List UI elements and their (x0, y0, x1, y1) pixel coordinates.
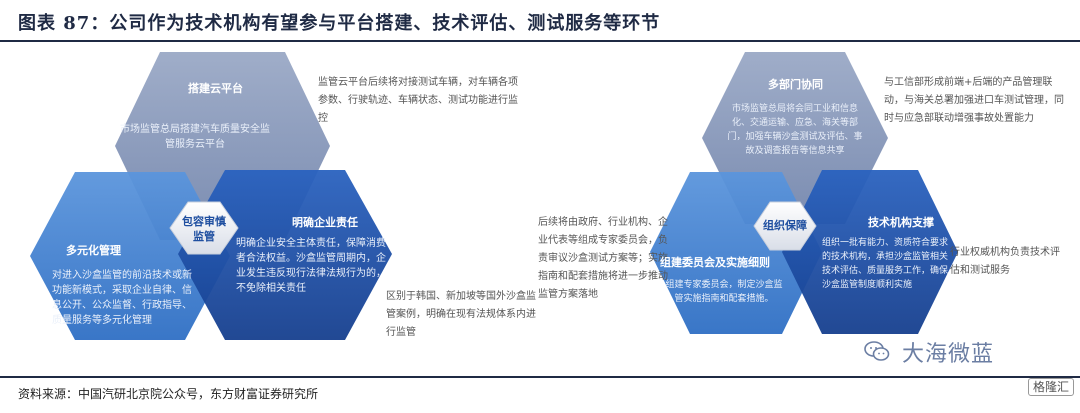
right-left-head: 组建委员会及实施细则 (660, 256, 770, 269)
right-left-body: 组建专家委员会，制定沙盒监管实施指南和配套措施。 (665, 280, 783, 304)
left-left-head: 多元化管理 (66, 244, 121, 257)
left-hub-label: 包容审慎监管 (182, 215, 226, 243)
source-bar: 资料来源：中国汽研北京院公众号，东方财富证券研究所 (0, 376, 1080, 413)
right-hub-hex (753, 201, 817, 251)
diagram: 搭建云平台 市场监管总局搭建汽车质量安全监管服务云平台 多元化管理 对进入沙盒监… (0, 42, 1080, 372)
middle-note: 后续将由政府、行业机构、企业代表等组成专家委员会，负责审议沙盒测试方案等；实施指… (538, 217, 668, 300)
right-right-hex (782, 170, 958, 334)
hex-graphics (30, 52, 958, 340)
left-top-head: 搭建云平台 (188, 82, 243, 95)
wechat-icon (864, 341, 890, 361)
left-right-body: 明确企业安全主体责任，保障消费者合法权益。沙盒监管周期内，企业发生违反现行法律法… (236, 238, 386, 294)
left-right-head: 明确企业责任 (292, 216, 358, 229)
right-top-note: 与工信部形成前端+后端的产品管理联动，与海关总署加强进口车测试管理，同时与应急部… (884, 77, 1064, 124)
source-text: 资料来源：中国汽研北京院公众号，东方财富证券研究所 (18, 387, 319, 401)
right-hub-label: 组织保障 (763, 219, 807, 232)
right-right-head: 技术机构支撑 (868, 216, 934, 229)
right-right-body: 组织一批有能力、资质符合要求的技术机构，承担沙盒监管相关技术评估、质量服务工作，… (822, 238, 949, 290)
right-top-head: 多部门协同 (768, 78, 823, 91)
left-right-note: 区别于韩国、新加坡等国外沙盒监管案例，明确在现有法规体系内进行监管 (386, 291, 536, 338)
right-top-body: 市场监管总局将会同工业和信息化、交通运输、应急、海关等部门，加强车辆沙盒测试及评… (727, 104, 863, 156)
left-right-hex (178, 170, 392, 340)
left-hub-hex (169, 201, 239, 255)
left-top-note: 监管云平台后续将对接测试车辆，对车辆各项参数、行驶轨迹、车辆状态、测试功能进行监… (318, 77, 518, 124)
gelonghui-badge: 格隆汇 (1027, 378, 1074, 396)
right-right-note: 行业权威机构负责技术评估和测试服务 (950, 247, 1060, 276)
figure-title: 图表 87：公司作为技术机构有望参与平台搭建、技术评估、测试服务等环节 (18, 13, 661, 34)
watermark: 大海微蓝 (901, 342, 994, 367)
title-bar: 图表 87：公司作为技术机构有望参与平台搭建、技术评估、测试服务等环节 (0, 0, 1080, 42)
left-top-body: 市场监管总局搭建汽车质量安全监管服务云平台 (120, 124, 270, 150)
left-left-body: 对进入沙盒监管的前沿技术或新功能新模式，采取企业自律、信息公开、公众监督、行政指… (52, 270, 192, 326)
